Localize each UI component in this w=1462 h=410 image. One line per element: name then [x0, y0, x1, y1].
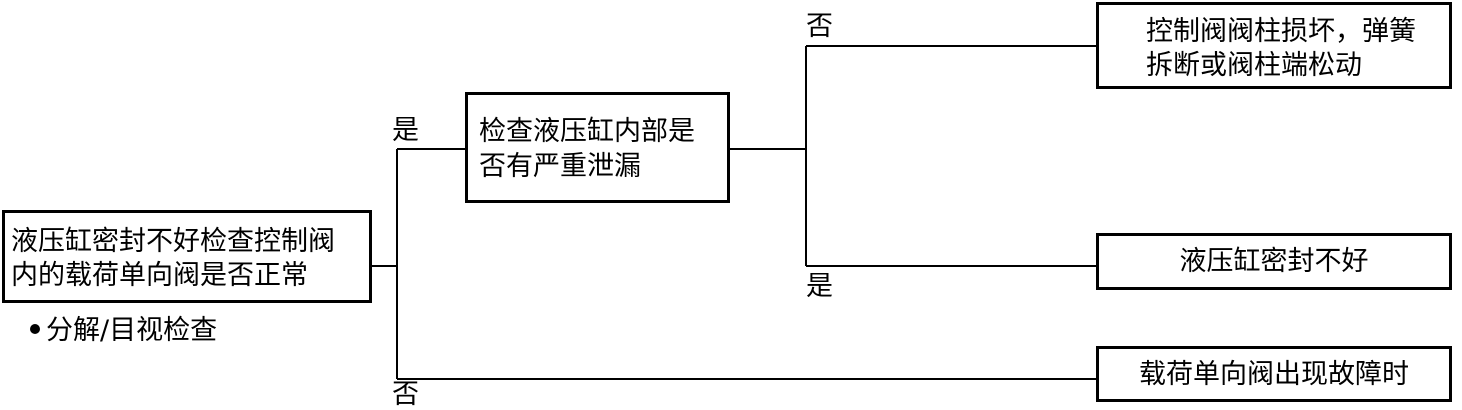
start-node-line2: 内的载荷单向阀是否正常	[11, 260, 308, 291]
edge-label-start-yes: 是	[392, 115, 419, 146]
check-leak-line2: 否有严重泄漏	[479, 151, 641, 182]
bullet-icon	[30, 323, 40, 334]
edge-label-leak-no: 否	[806, 11, 833, 42]
check-leak-node-box: 检查液压缸内部是 否有严重泄漏	[465, 92, 730, 203]
check-leak-line1: 检查液压缸内部是	[479, 116, 695, 147]
start-node-note: 分解/目视检查	[30, 316, 217, 346]
start-node-line1: 液压缸密封不好检查控制阀	[11, 226, 335, 257]
seal-bad-node-box: 液压缸密封不好	[1096, 233, 1452, 290]
edge-label-leak-yes: 是	[806, 271, 833, 302]
start-node-box: 液压缸密封不好检查控制阀 内的载荷单向阀是否正常	[2, 210, 372, 303]
seal-bad-text: 液压缸密封不好	[1179, 246, 1369, 277]
valve-damage-line2: 拆断或阀柱端松动	[1146, 50, 1362, 81]
start-node-note-text: 分解/目视检查	[46, 315, 218, 346]
edge-label-start-no: 否	[392, 379, 419, 410]
valve-damage-line1: 控制阀阀柱损坏，弹簧	[1146, 16, 1416, 47]
check-valve-fault-text: 载荷单向阀出现故障时	[1139, 359, 1409, 390]
check-valve-fault-node-box: 载荷单向阀出现故障时	[1096, 346, 1452, 402]
valve-damage-node-box: 控制阀阀柱损坏，弹簧 拆断或阀柱端松动	[1096, 2, 1452, 89]
